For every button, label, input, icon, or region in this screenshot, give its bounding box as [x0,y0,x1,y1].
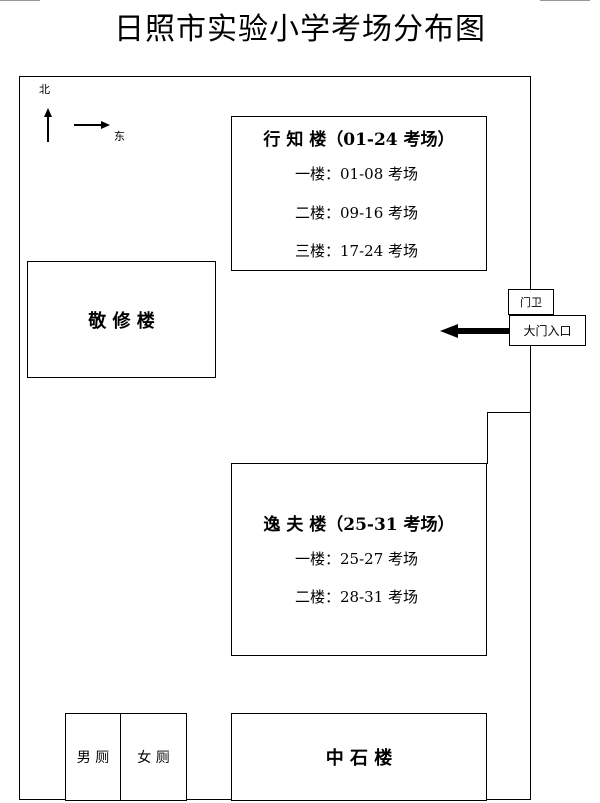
building-jingxiu: 敬 修 楼 [27,261,216,378]
top-rule-right [540,0,590,1]
yifu-floor-2: 二楼：28-31 考场 [295,588,419,606]
east-arrow-icon [74,121,110,129]
guard-house: 门卫 [508,289,554,315]
east-wall-notch-top [487,412,531,413]
xingzhi-floor-1: 一楼：01-08 考场 [295,165,419,183]
toilet-men: 男 厕 [65,713,121,801]
building-zhongshi-name: 中 石 楼 [325,748,393,769]
building-jingxiu-name: 敬 修 楼 [88,310,155,332]
entrance-arrow-icon [440,324,510,338]
building-xingzhi-name: 行 知 楼（01-24 考场） [263,130,455,150]
top-rule-left [0,0,40,1]
north-arrow-icon [44,108,52,142]
building-zhongshi: 中 石 楼 [231,713,487,801]
building-xingzhi: 行 知 楼（01-24 考场） 一楼：01-08 考场 二楼：09-16 考场 … [231,116,487,271]
toilet-women: 女 厕 [120,713,187,801]
page-title: 日照市实验小学考场分布图 [114,12,486,47]
east-wall-notch-side [487,412,488,464]
xingzhi-floor-3: 三楼：17-24 考场 [295,242,419,260]
xingzhi-floor-2: 二楼：09-16 考场 [295,204,419,222]
toilet-women-label: 女 厕 [137,750,170,766]
guard-house-label: 门卫 [520,296,542,309]
building-yifu: 逸 夫 楼（25-31 考场） 一楼：25-27 考场 二楼：28-31 考场 [231,463,487,656]
compass-east-label: 东 [114,130,125,143]
building-yifu-name: 逸 夫 楼（25-31 考场） [263,515,455,535]
main-gate-label: 大门入口 [523,324,572,338]
compass-north-label: 北 [39,83,50,96]
toilet-men-label: 男 厕 [76,750,110,766]
main-gate: 大门入口 [509,315,586,346]
yifu-floor-1: 一楼：25-27 考场 [295,550,419,568]
